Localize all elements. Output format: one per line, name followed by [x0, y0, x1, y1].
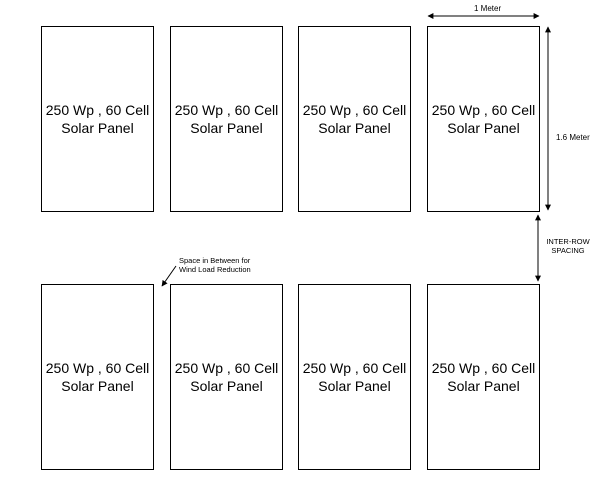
panel-label-rating: 250 Wp , 60 Cell	[431, 102, 536, 118]
panel-label-rating: 250 Wp , 60 Cell	[45, 102, 150, 118]
solar-panel-r2-c2: 250 Wp , 60 Cell Solar Panel	[170, 284, 283, 470]
wind-load-annotation: Space in Between for Wind Load Reduction	[179, 256, 251, 274]
panel-label-type: Solar Panel	[318, 120, 391, 136]
panel-label-type: Solar Panel	[318, 378, 391, 394]
panel-label-type: Solar Panel	[61, 120, 134, 136]
solar-panel-r1-c4: 250 Wp , 60 Cell Solar Panel	[427, 26, 540, 212]
panel-label-type: Solar Panel	[190, 378, 263, 394]
panel-label-rating: 250 Wp , 60 Cell	[302, 360, 407, 376]
solar-panel-r2-c1: 250 Wp , 60 Cell Solar Panel	[41, 284, 154, 470]
panel-label: 250 Wp , 60 Cell Solar Panel	[46, 101, 150, 137]
panel-label: 250 Wp , 60 Cell Solar Panel	[303, 359, 407, 395]
panel-label: 250 Wp , 60 Cell Solar Panel	[46, 359, 150, 395]
panel-label-type: Solar Panel	[61, 378, 134, 394]
panel-label-rating: 250 Wp , 60 Cell	[431, 360, 536, 376]
panel-label: 250 Wp , 60 Cell Solar Panel	[432, 101, 536, 137]
wind-gap-pointer-arrow	[161, 265, 177, 287]
panel-label-rating: 250 Wp , 60 Cell	[174, 102, 279, 118]
panel-label-type: Solar Panel	[190, 120, 263, 136]
width-dimension-label: 1 Meter	[474, 4, 502, 13]
solar-panel-r2-c4: 250 Wp , 60 Cell Solar Panel	[427, 284, 540, 470]
solar-panel-r1-c1: 250 Wp , 60 Cell Solar Panel	[41, 26, 154, 212]
panel-label-rating: 250 Wp , 60 Cell	[45, 360, 150, 376]
panel-label-rating: 250 Wp , 60 Cell	[302, 102, 407, 118]
panel-label: 250 Wp , 60 Cell Solar Panel	[175, 359, 279, 395]
panel-label: 250 Wp , 60 Cell Solar Panel	[432, 359, 536, 395]
panel-label: 250 Wp , 60 Cell Solar Panel	[175, 101, 279, 137]
height-dimension-label: 1.6 Meter	[556, 133, 590, 142]
solar-panel-r1-c3: 250 Wp , 60 Cell Solar Panel	[298, 26, 411, 212]
solar-panel-r1-c2: 250 Wp , 60 Cell Solar Panel	[170, 26, 283, 212]
panel-label-type: Solar Panel	[447, 120, 520, 136]
solar-panel-r2-c3: 250 Wp , 60 Cell Solar Panel	[298, 284, 411, 470]
inter-row-spacing-label: INTER-ROW SPACING	[546, 237, 590, 255]
panel-label: 250 Wp , 60 Cell Solar Panel	[303, 101, 407, 137]
panel-label-type: Solar Panel	[447, 378, 520, 394]
panel-label-rating: 250 Wp , 60 Cell	[174, 360, 279, 376]
